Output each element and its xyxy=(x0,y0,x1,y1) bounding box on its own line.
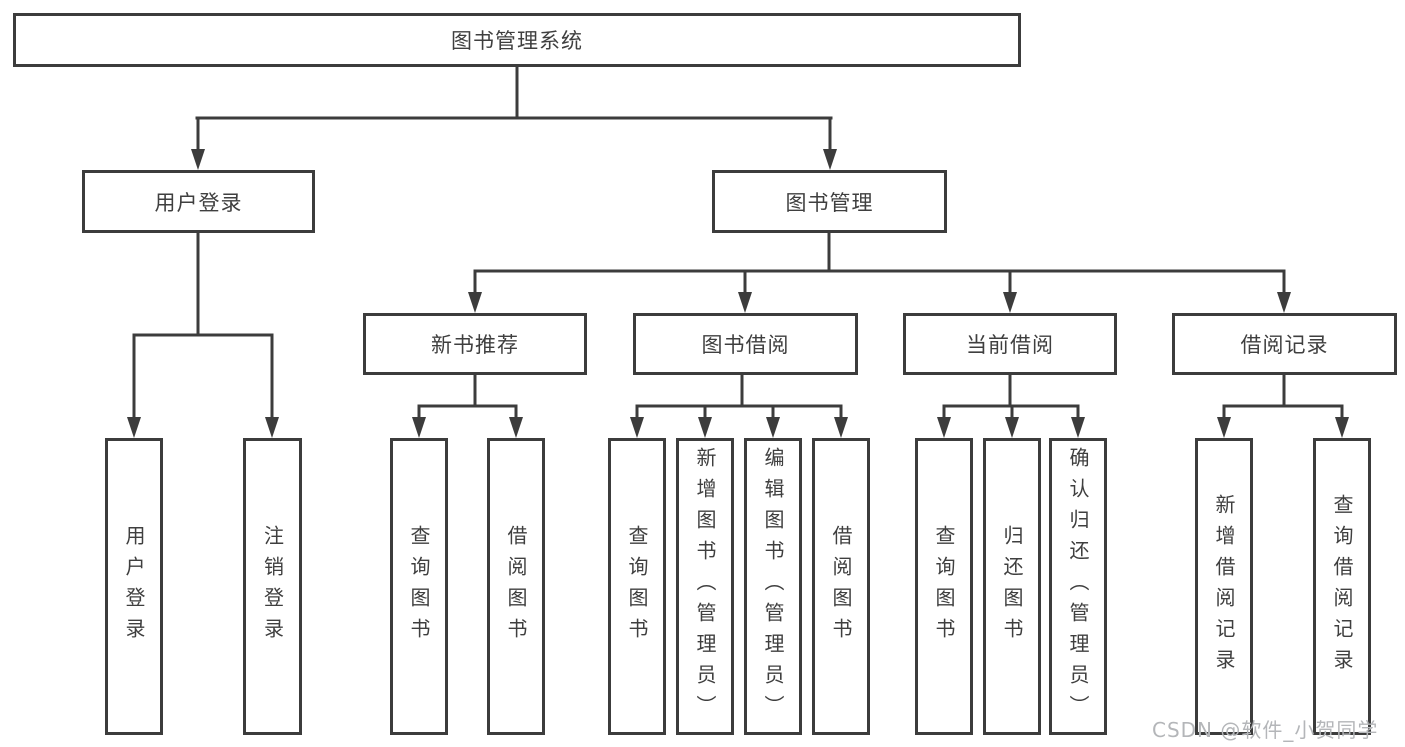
node-user-login: 用户登录 xyxy=(82,170,315,233)
csdn-watermark: CSDN @软件_小贺同学 xyxy=(1152,718,1379,742)
node-book-management: 图书管理 xyxy=(712,170,947,233)
leaf-return-books: 归还图书 xyxy=(983,438,1041,735)
node-new-book-recommend: 新书推荐 xyxy=(363,313,587,375)
leaf-add-borrow-record: 新增借阅记录 xyxy=(1195,438,1253,735)
leaf-user-login: 用户登录 xyxy=(105,438,163,735)
node-book-borrowing: 图书借阅 xyxy=(633,313,858,375)
leaf-logout: 注销登录 xyxy=(243,438,302,735)
node-current-borrowing: 当前借阅 xyxy=(903,313,1117,375)
leaf-query-borrow-record: 查询借阅记录 xyxy=(1313,438,1371,735)
node-library-system: 图书管理系统 xyxy=(13,13,1021,67)
leaf-edit-books-admin: 编辑图书（管理员） xyxy=(744,438,802,735)
leaf-query-books-recommend: 查询图书 xyxy=(390,438,448,735)
leaf-borrow-books-recommend: 借阅图书 xyxy=(487,438,545,735)
leaf-add-books-admin: 新增图书（管理员） xyxy=(676,438,734,735)
node-borrowing-records: 借阅记录 xyxy=(1172,313,1397,375)
leaf-borrow-books-borrowing: 借阅图书 xyxy=(812,438,870,735)
leaf-confirm-return-admin: 确认归还（管理员） xyxy=(1049,438,1107,735)
leaf-query-books-current: 查询图书 xyxy=(915,438,973,735)
leaf-query-books-borrowing: 查询图书 xyxy=(608,438,666,735)
